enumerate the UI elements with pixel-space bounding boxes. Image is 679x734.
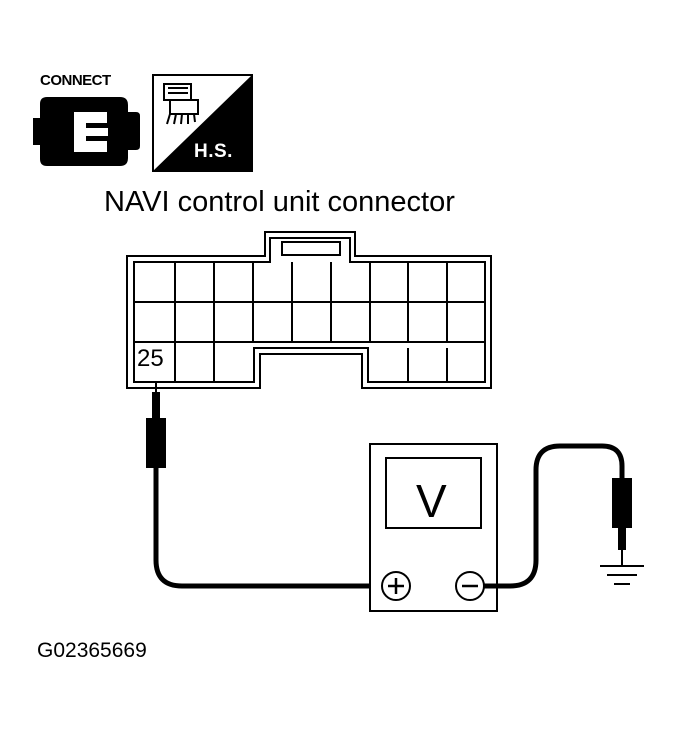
connect-label: CONNECT	[40, 72, 111, 89]
connect-icon	[33, 97, 140, 166]
harness-side-icon	[152, 74, 253, 172]
negative-probe	[612, 478, 632, 566]
positive-lead-wire	[153, 468, 384, 589]
pin-number-label: 25	[137, 345, 164, 372]
harness-side-label: H.S.	[194, 141, 233, 162]
diagram-title: NAVI control unit connector	[104, 186, 455, 218]
ground-icon	[600, 565, 644, 585]
positive-probe	[146, 382, 166, 468]
connector-body	[126, 231, 492, 389]
voltmeter-label: V	[416, 475, 447, 527]
figure-id: G02365669	[37, 639, 147, 662]
negative-lead-wire	[484, 443, 625, 589]
voltmeter	[369, 443, 498, 612]
